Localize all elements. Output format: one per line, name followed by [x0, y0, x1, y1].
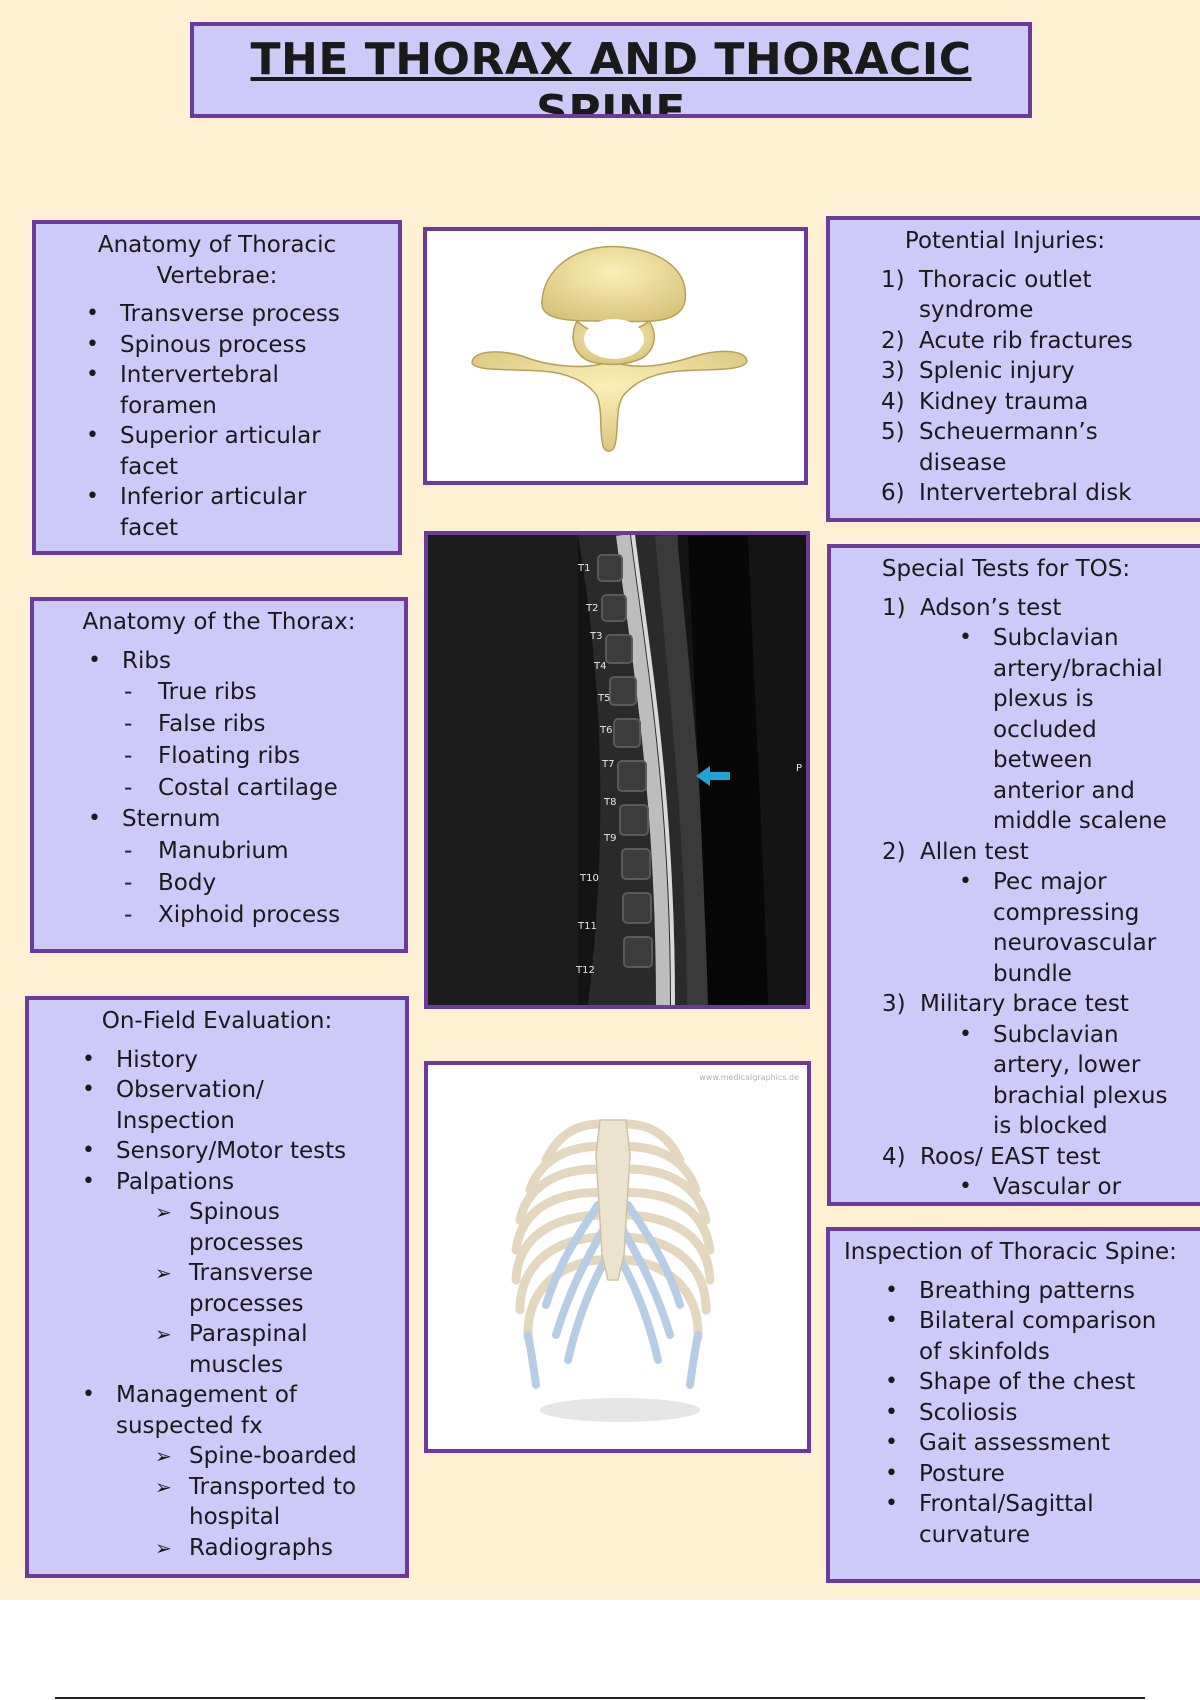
list-item: History	[82, 1045, 405, 1076]
list-item: Shape of the chest	[885, 1367, 1179, 1398]
vertebrae-list: Transverse process Spinous process Inter…	[36, 299, 398, 543]
list-item: Breathing patterns	[885, 1276, 1179, 1307]
list-item: Sensory/Motor tests	[82, 1136, 405, 1167]
image-watermark: www.medicalgraphics.de	[699, 1073, 799, 1082]
inspection-list: Breathing patterns Bilateral comparison …	[830, 1276, 1179, 1551]
inspection-box: Inspection of Thoracic Spine: Breathing …	[826, 1227, 1200, 1583]
list-item: Spinous processes	[155, 1197, 339, 1258]
list-item: Bilateral comparison of skinfolds	[885, 1306, 1179, 1367]
list-item: Vascular or	[959, 1172, 1185, 1202]
list-item: Floating ribs	[124, 740, 404, 772]
mri-label-t6: T6	[599, 725, 612, 736]
mri-label-t12: T12	[575, 965, 595, 976]
onfield-list: History Observation/ Inspection Sensory/…	[29, 1045, 405, 1564]
inspection-heading: Inspection of Thoracic Spine:	[844, 1239, 1177, 1265]
list-item: 3)Military brace test	[882, 991, 1129, 1017]
list-item: Manubrium	[124, 835, 404, 867]
vertebra-image	[423, 227, 808, 485]
thorax-list: Ribs True ribs False ribs Floating ribs …	[34, 646, 404, 931]
list-item: 5)Scheuermann’s disease	[881, 419, 1098, 476]
mri-label-t3: T3	[589, 631, 602, 642]
special-tests-box: Special Tests for TOS: 1)Adson’s test Su…	[827, 544, 1200, 1206]
list-item: Gait assessment	[885, 1428, 1179, 1459]
onfield-heading: On-Field Evaluation:	[101, 1008, 333, 1034]
list-item: 1)Adson’s test	[882, 594, 1062, 621]
injuries-list: 1)Thoracic outlet syndrome 2)Acute rib f…	[830, 265, 1169, 509]
list-item: Xiphoid process	[124, 899, 404, 931]
mri-vertebrae	[597, 554, 653, 968]
list-item: Inferior articular facet	[86, 482, 350, 543]
list-item: Observation/ Inspection	[82, 1075, 296, 1136]
mri-image: T1 T2 T3 T4 T5 T6 T7 T8 T9 T10 T11 T12 P	[424, 531, 810, 1009]
footer-divider	[55, 1697, 1145, 1699]
mri-label-t11: T11	[577, 921, 597, 932]
list-item: Subclavian artery/brachial plexus is occ…	[959, 623, 1185, 837]
list-item: Body	[124, 867, 404, 899]
potential-injuries-box: Potential Injuries: 1)Thoracic outlet sy…	[826, 216, 1200, 522]
tos-heading: Special Tests for TOS:	[881, 556, 1131, 582]
list-item: 2)Acute rib fractures	[881, 327, 1133, 354]
list-item: False ribs	[124, 708, 404, 740]
mri-label-t10: T10	[579, 873, 599, 884]
mri-side-label: P	[796, 763, 802, 774]
list-item: Pec major compressing neurovascular bund…	[959, 867, 1185, 989]
vertebrae-heading: Anatomy of Thoracic Vertebrae:	[97, 232, 337, 289]
list-item: Posture	[885, 1459, 1179, 1490]
thorax-anatomy-box: Anatomy of the Thorax: Ribs True ribs Fa…	[30, 597, 408, 953]
list-item: Transverse process	[86, 299, 382, 330]
list-item: Management of suspected fx	[82, 1380, 346, 1441]
mri-label-t9: T9	[603, 833, 616, 844]
list-item: 3)Splenic injury	[881, 358, 1075, 384]
list-item: True ribs	[124, 676, 404, 708]
vertebrae-anatomy-box: Anatomy of Thoracic Vertebrae: Transvers…	[32, 220, 402, 555]
list-item: Sternum	[88, 804, 404, 835]
page-title: THE THORAX AND THORACIC SPINE	[190, 22, 1032, 118]
list-item: 1)Thoracic outlet syndrome	[881, 266, 1092, 324]
list-item: Scoliosis	[885, 1398, 1179, 1429]
mri-label-t5: T5	[597, 693, 610, 704]
list-item: Subclavian artery, lower brachial plexus…	[959, 1020, 1185, 1142]
injuries-heading: Potential Injuries:	[904, 228, 1106, 254]
list-item: Costal cartilage	[124, 772, 404, 804]
list-item: 6)Intervertebral disk	[881, 480, 1132, 506]
list-item: Superior articular facet	[86, 421, 350, 482]
list-item: Ribs	[88, 646, 404, 677]
list-item: Radiographs	[155, 1533, 405, 1564]
list-item: Paraspinal muscles	[155, 1319, 339, 1380]
list-item: Transported to hospital	[155, 1472, 399, 1533]
mri-level-labels: T1 T2 T3 T4 T5 T6 T7 T8 T9 T10 T11 T12 P	[575, 563, 802, 976]
mri-scan: T1 T2 T3 T4 T5 T6 T7 T8 T9 T10 T11 T12 P	[428, 535, 806, 1005]
arrow-icon	[696, 766, 730, 786]
list-item: Transverse processes	[155, 1258, 339, 1319]
mri-label-t4: T4	[593, 661, 606, 672]
list-item: Intervertebral foramen	[86, 360, 320, 421]
tos-list: 1)Adson’s test Subclavian artery/brachia…	[831, 593, 1200, 1203]
list-item: 4)Kidney trauma	[881, 388, 1089, 415]
list-item: Frontal/Sagittal curvature	[885, 1489, 1119, 1550]
title-text: THE THORAX AND THORACIC SPINE	[250, 34, 972, 118]
thorax-heading: Anatomy of the Thorax:	[82, 609, 356, 635]
list-item: Spinous process	[86, 330, 382, 361]
mri-label-t1: T1	[577, 563, 590, 574]
mri-label-t8: T8	[603, 797, 616, 808]
onfield-evaluation-box: On-Field Evaluation: History Observation…	[25, 996, 409, 1578]
list-item: Palpations	[82, 1167, 405, 1198]
list-item: Spine-boarded	[155, 1441, 405, 1472]
mri-label-t2: T2	[585, 603, 598, 614]
mri-label-t7: T7	[601, 759, 614, 770]
list-item: 4)Roos/ EAST test	[882, 1143, 1101, 1170]
ribcage-image: www.medicalgraphics.de	[424, 1061, 811, 1453]
vertebra-illustration	[471, 245, 748, 452]
list-item: 2)Allen test	[882, 838, 1029, 865]
ribcage-illustration	[511, 1119, 715, 1422]
